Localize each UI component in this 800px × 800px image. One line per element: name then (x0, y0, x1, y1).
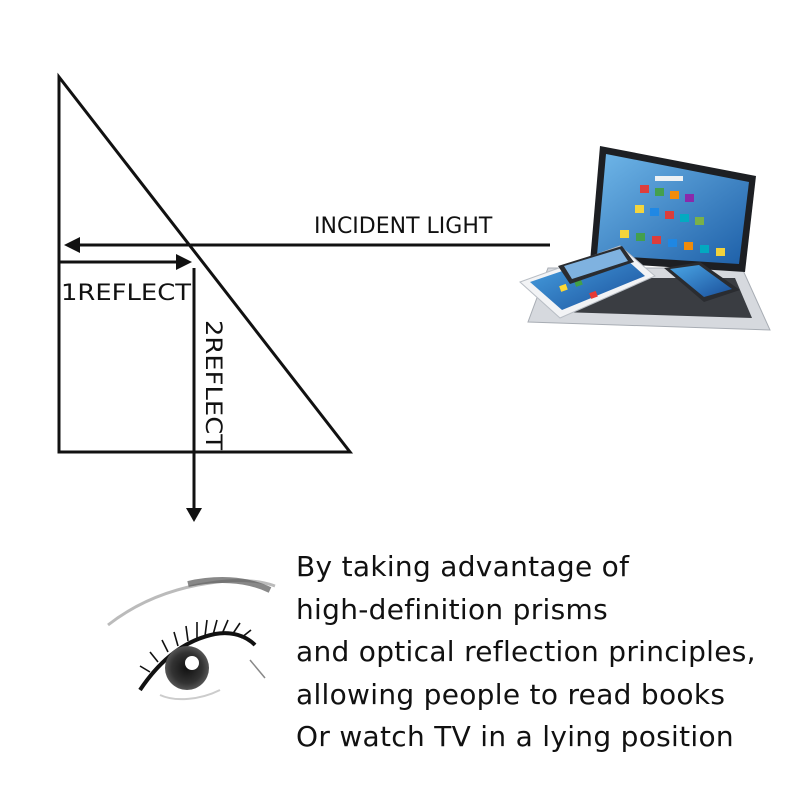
description-text: By taking advantage of high-definition p… (296, 546, 756, 759)
second-reflection-ray (186, 268, 202, 522)
incident-light-label: INCIDENT LIGHT (314, 214, 493, 239)
second-reflect-label: 2REFLECT (200, 320, 225, 451)
description-line: By taking advantage of (296, 550, 630, 583)
arrow-left-icon (64, 237, 80, 253)
arrow-right-icon (176, 254, 192, 270)
description-line: and optical reflection principles, (296, 635, 756, 668)
prism-triangle (57, 72, 354, 454)
description-line: allowing people to read books (296, 677, 726, 711)
eye-image (107, 577, 276, 701)
description-line: high-definition prisms (296, 592, 608, 626)
description-line: Or watch TV in a lying position (296, 720, 734, 753)
arrow-down-icon (186, 508, 202, 522)
first-reflect-label: 1REFLECT (61, 281, 192, 306)
first-reflection-ray (59, 254, 192, 270)
laptop-tablet-phones-image (519, 146, 771, 331)
incident-light-ray (64, 237, 550, 253)
